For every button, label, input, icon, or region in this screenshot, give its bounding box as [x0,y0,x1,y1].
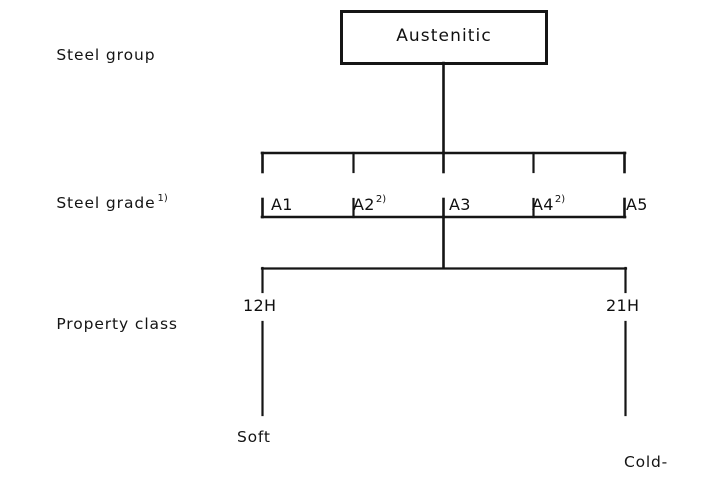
row-label-steel-group-text: Steel group [56,46,156,64]
row-label-property-class: Property class [33,297,178,351]
grade-label-a3-text: A3 [448,195,471,214]
row-label-steel-grade-text: Steel grade [56,194,156,213]
property-class-label-12h: 12H [243,296,277,315]
grade-label-a2: A22) [331,176,387,233]
grade-label-a2-text: A2 [352,195,375,214]
grade-label-a4-text: A4 [531,195,554,214]
austenitic-box-label: Austenitic [396,26,492,46]
property-class-label-21h: 21H [606,296,640,315]
footnote-marker-2-a4: 2) [554,193,566,205]
grade-label-a1: A1 [249,176,293,233]
terminal-label-cold-worked-line1: Cold- [623,453,668,471]
grade-label-a3: A3 [427,176,471,233]
row-label-property-class-text: Property class [56,315,178,333]
grade-label-a4: A42) [510,176,566,233]
footnote-marker-2-a2: 2) [375,193,387,205]
grade-label-a5-text: A5 [625,195,648,214]
row-label-steel-group: Steel group [33,28,155,82]
terminal-label-cold-worked: Cold- worked [520,425,668,483]
terminal-label-soft: Soft [237,428,271,446]
footnote-marker-1: 1) [157,193,168,204]
grade-label-a5: A5 [604,176,648,233]
grade-label-a1-text: A1 [270,195,293,214]
